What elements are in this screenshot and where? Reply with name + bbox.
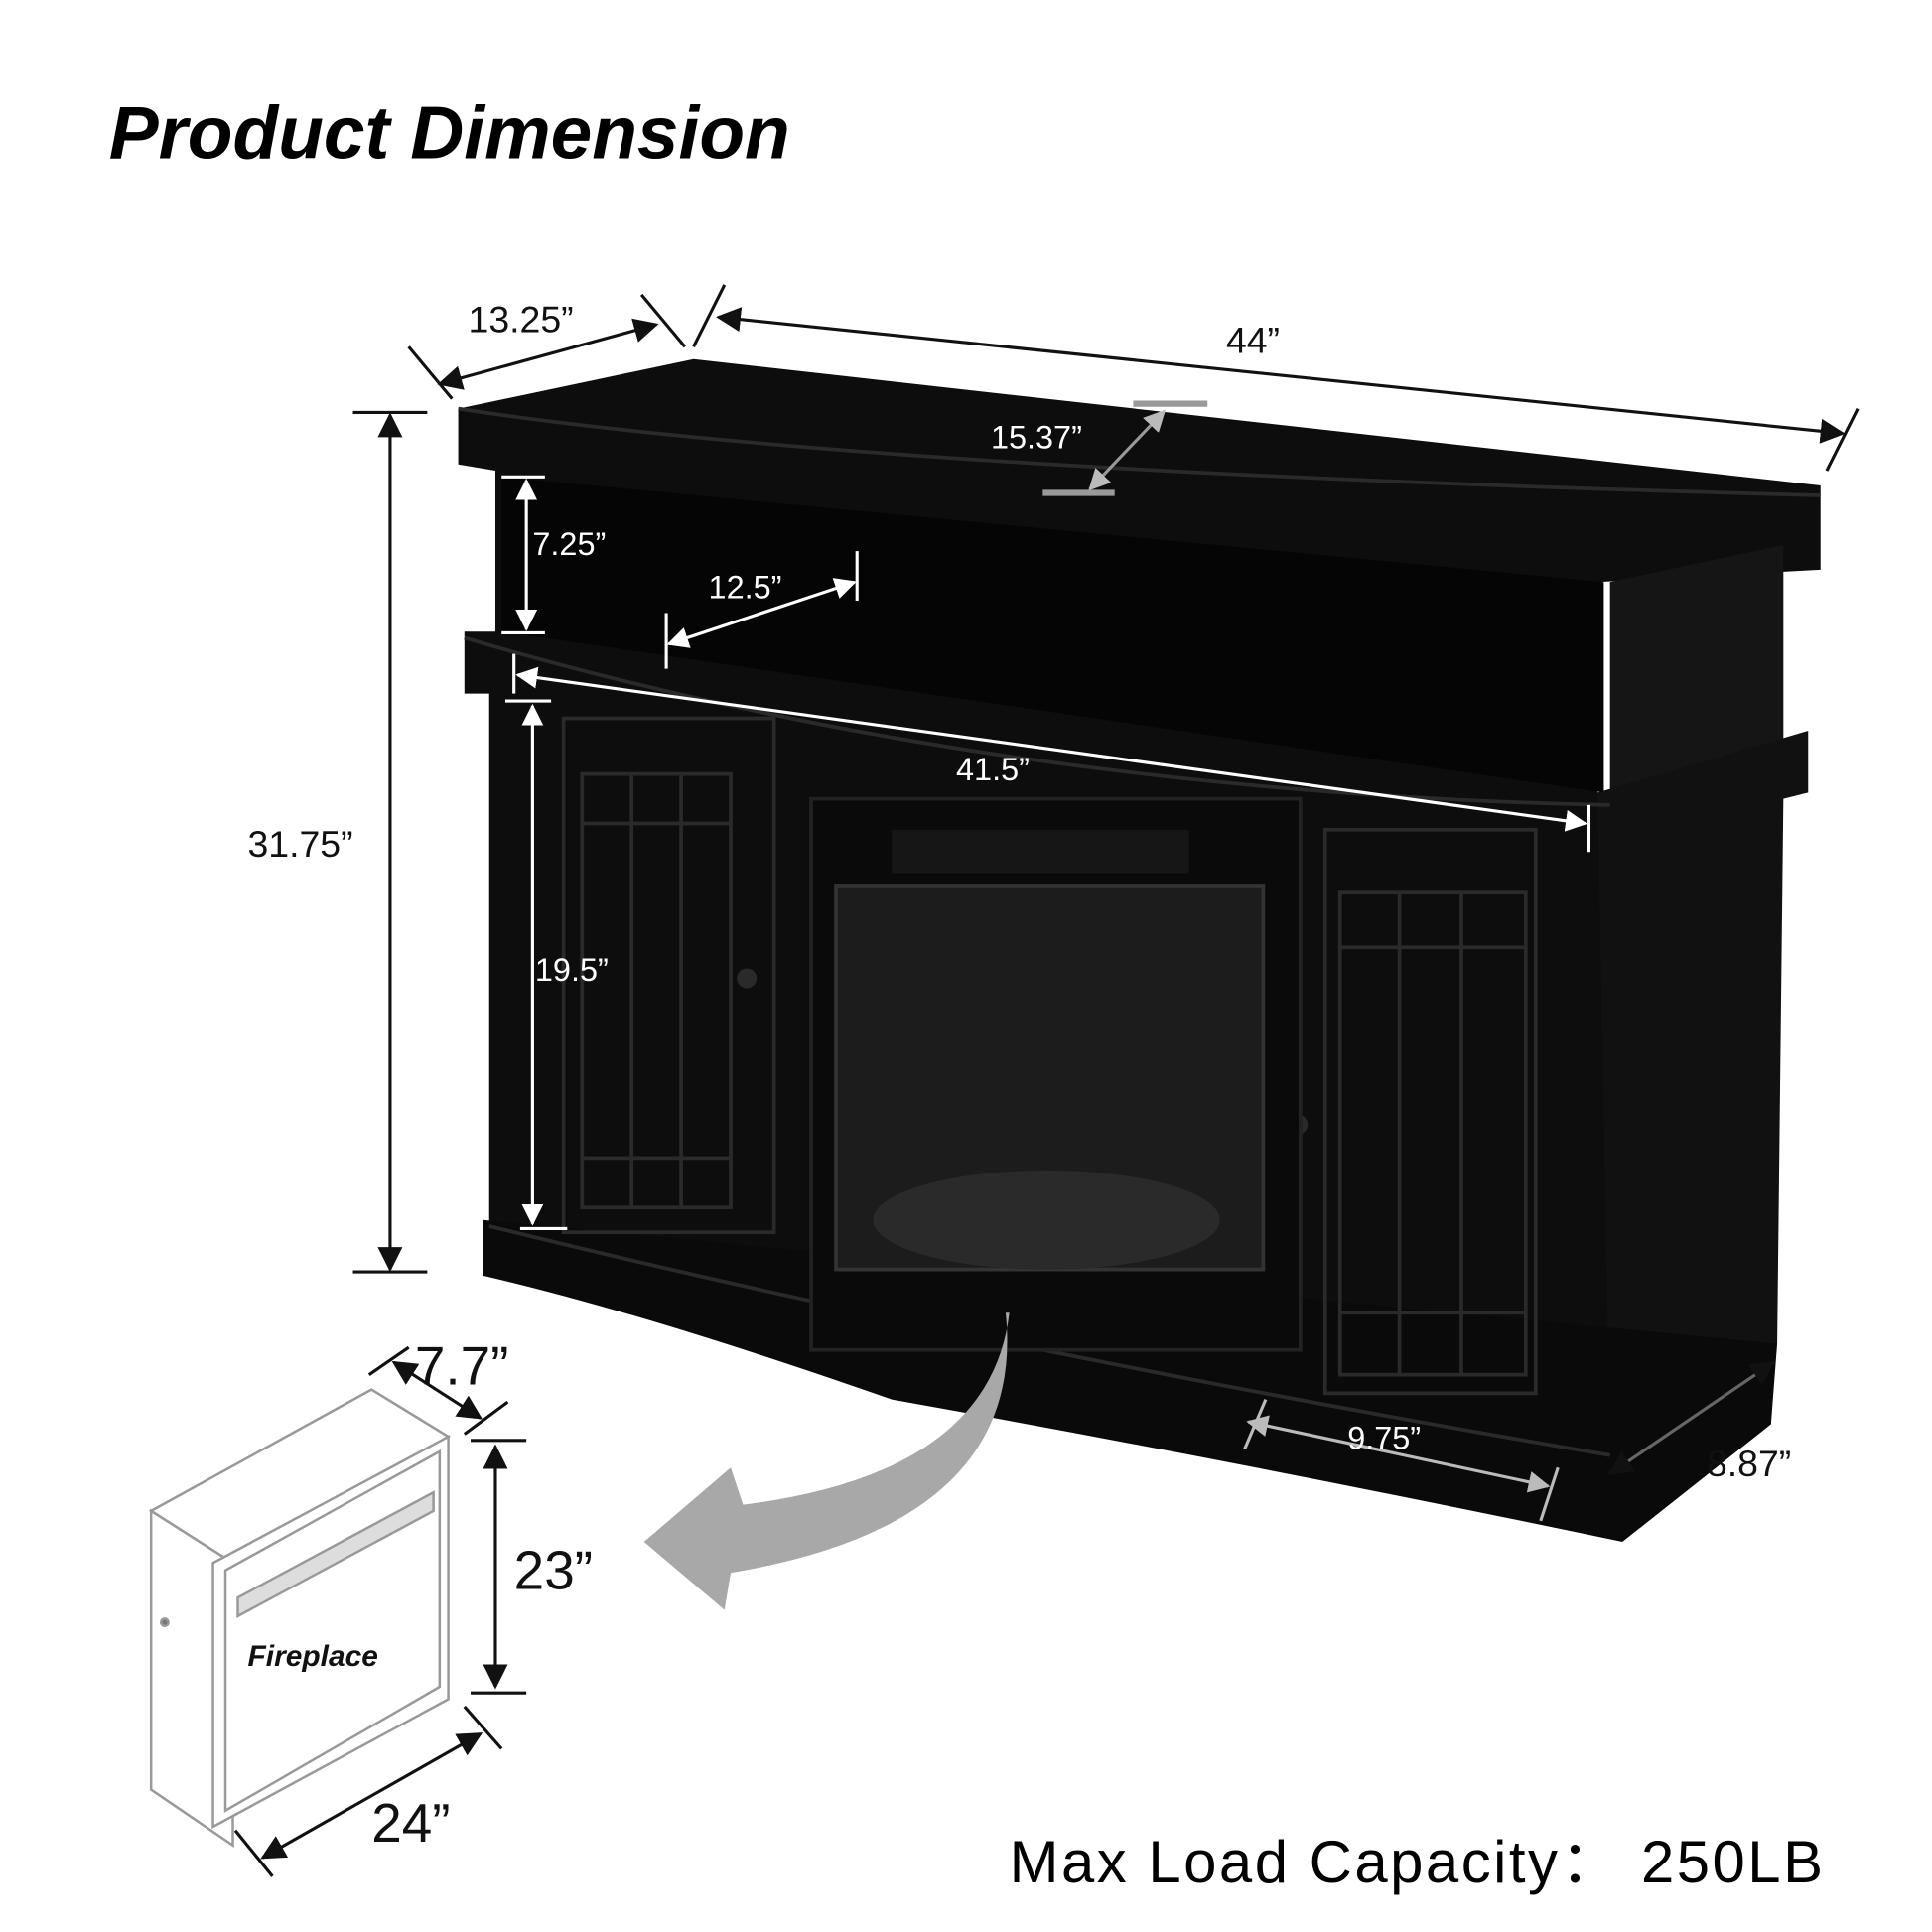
dim-shelf-height: 7.25”: [532, 526, 606, 562]
dim-depth-top: 13.25”: [469, 298, 574, 340]
insert-label: Fireplace: [247, 1640, 377, 1673]
dim-insert-width: 24”: [371, 1792, 450, 1854]
dim-insert-depth: 7.7”: [415, 1335, 509, 1397]
dim-top-center-depth: 15.37”: [991, 420, 1082, 456]
dim-shelf-depth: 12.5”: [709, 570, 782, 606]
tv-stand-image: [458, 358, 1821, 1543]
curved-arrow: [643, 1312, 1010, 1610]
dim-width-top: 44”: [1226, 320, 1280, 361]
dim-cabinet-height: 19.5”: [535, 952, 609, 988]
dim-total-height: 31.75”: [247, 823, 352, 865]
dimension-lines: [352, 284, 1860, 1475]
page-title: Product Dimension: [109, 91, 790, 175]
inner-dimension-lines: [501, 400, 1591, 1522]
dim-cabinet-width: 9.75”: [1347, 1421, 1421, 1456]
dim-side-depth: 8.87”: [1707, 1443, 1791, 1484]
dim-insert-height: 23”: [514, 1539, 593, 1600]
door-knob: [737, 968, 758, 989]
max-load-capacity: Max Load Capacity： 250LB: [1010, 1829, 1826, 1895]
insert-dimension-lines: [233, 1345, 527, 1877]
dim-inner-width: 41.5”: [956, 752, 1030, 787]
fireplace-insert-image: [148, 1388, 451, 1849]
